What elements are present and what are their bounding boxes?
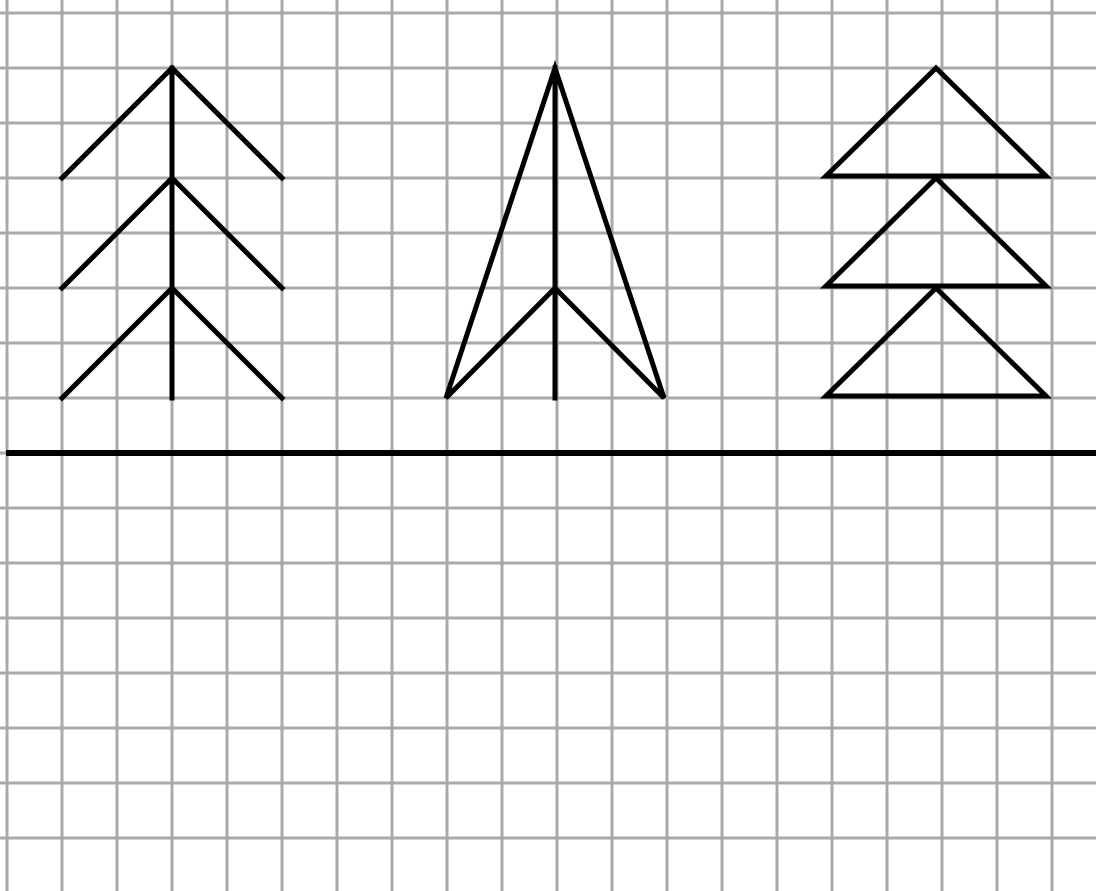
grid-paper-canvas	[0, 0, 1096, 891]
grid-paper-drawing	[0, 0, 1096, 891]
grid-lines	[0, 0, 1096, 891]
